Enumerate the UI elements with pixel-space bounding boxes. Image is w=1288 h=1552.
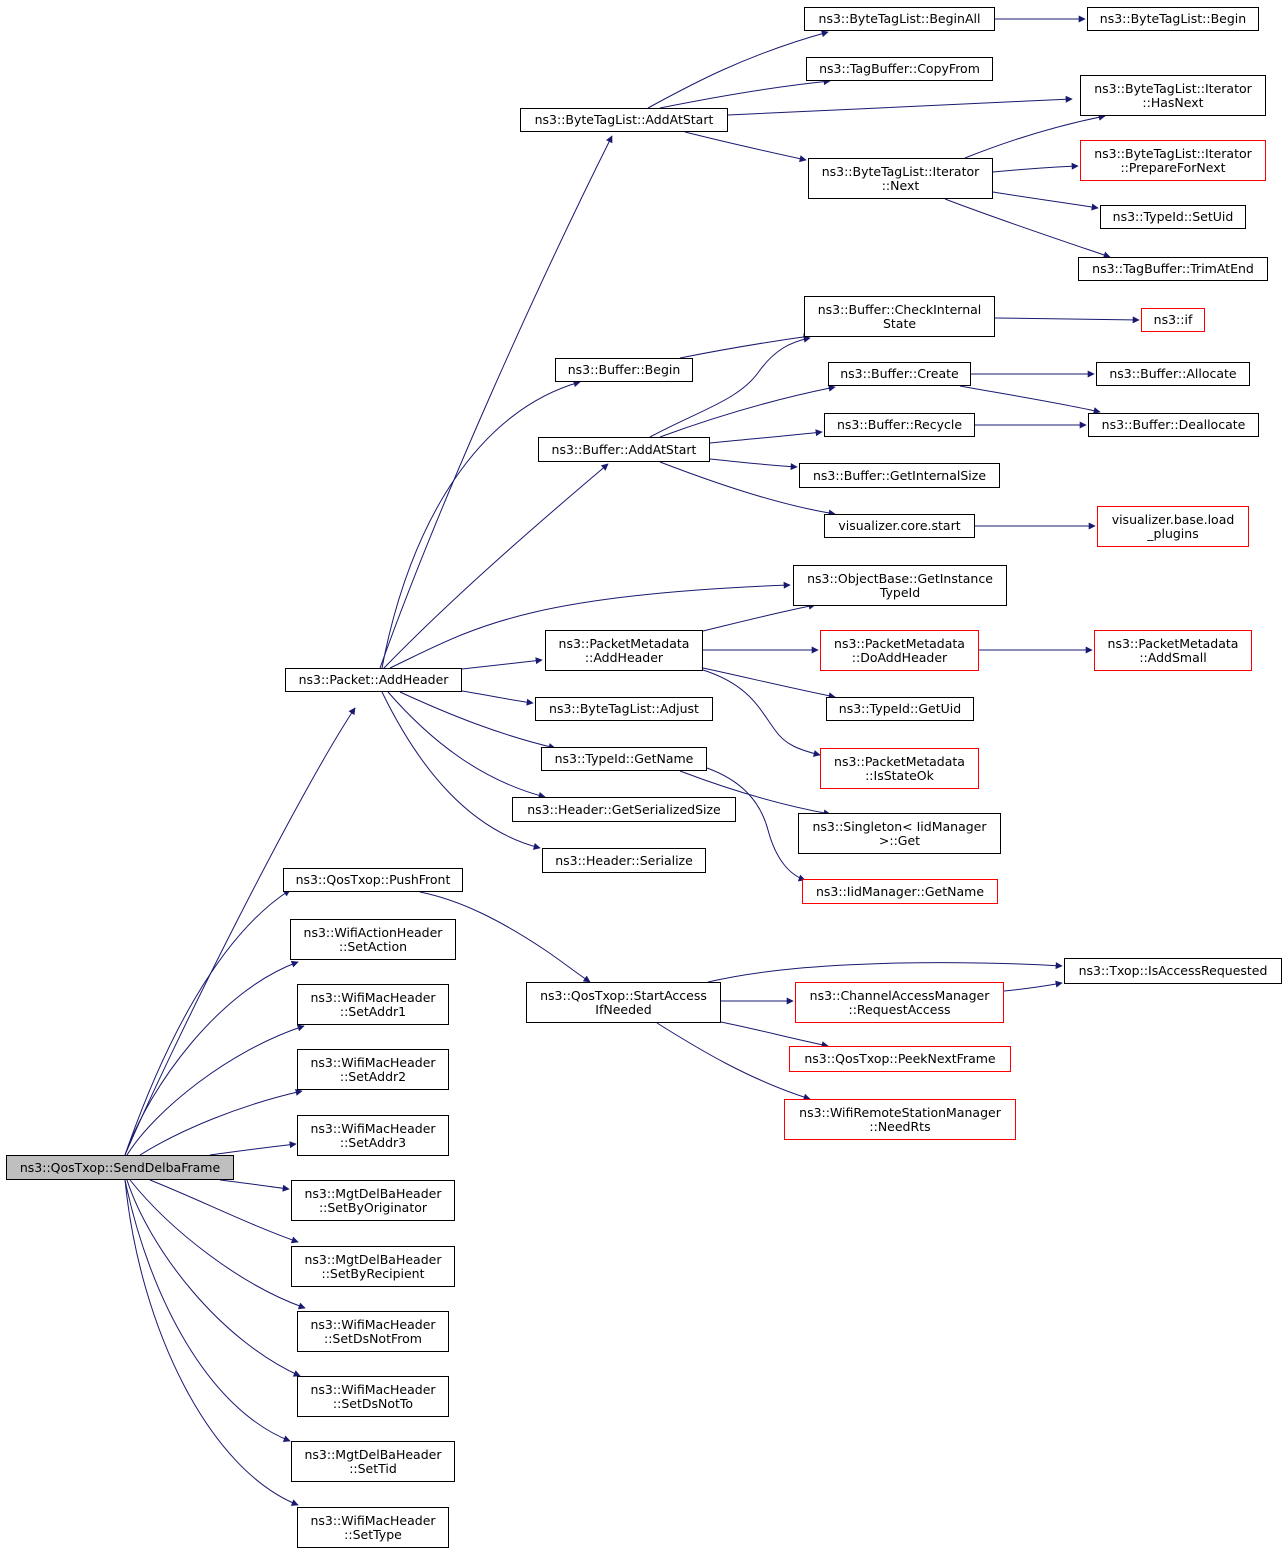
node-vis-base-loadplugins[interactable]: visualizer.base.load _plugins <box>1097 506 1249 547</box>
node-objbase-getinstancetypeid[interactable]: ns3::ObjectBase::GetInstance TypeId <box>793 565 1007 606</box>
edge-btl-it-next-to-typeid-setuid <box>992 191 1099 211</box>
edge-typeid-getname-to-iidmanager-getname <box>706 767 806 882</box>
node-setbyoriginator[interactable]: ns3::MgtDelBaHeader ::SetByOriginator <box>291 1180 455 1221</box>
node-btl-adjust[interactable]: ns3::ByteTagList::Adjust <box>535 697 713 721</box>
node-settid[interactable]: ns3::MgtDelBaHeader ::SetTid <box>291 1441 455 1482</box>
node-buf-recycle[interactable]: ns3::Buffer::Recycle <box>824 413 975 437</box>
edge-send-delba-to-pushfront <box>124 889 291 1156</box>
edge-pkt-addheader-to-btl-addatstart <box>379 135 613 669</box>
node-peeknextframe[interactable]: ns3::QosTxop::PeekNextFrame <box>789 1046 1011 1072</box>
edge-send-delba-to-pkt-addheader <box>124 707 356 1156</box>
node-ns3-if[interactable]: ns3::if <box>1141 308 1205 332</box>
edge-send-delba-to-setaddr3 <box>209 1141 297 1156</box>
edge-send-delba-to-setaddr1 <box>126 1024 305 1156</box>
edge-btl-addatstart-to-btl-it-next <box>684 131 807 163</box>
node-action-setaction[interactable]: ns3::WifiActionHeader ::SetAction <box>290 919 456 960</box>
node-vis-core-start[interactable]: visualizer.core.start <box>824 514 975 538</box>
node-tagbuf-copyfrom[interactable]: ns3::TagBuffer::CopyFrom <box>806 57 993 81</box>
edge-pm-addheader-to-typeid-getuid <box>702 667 836 700</box>
node-iidmanager-getname[interactable]: ns3::IidManager::GetName <box>802 879 998 904</box>
edge-pkt-addheader-to-btl-adjust <box>461 690 534 706</box>
edge-pkt-addheader-to-pm-addheader <box>461 657 543 670</box>
node-send-delba: ns3::QosTxop::SendDelbaFrame <box>6 1155 234 1180</box>
edge-buf-addatstart-to-buf-getinternalsize <box>709 458 798 471</box>
edge-buf-checkinternalstate-to-ns3-if <box>994 316 1140 324</box>
node-wrsm-needrts[interactable]: ns3::WifiRemoteStationManager ::NeedRts <box>784 1099 1016 1140</box>
node-typeid-getuid[interactable]: ns3::TypeId::GetUid <box>826 697 974 721</box>
edge-typeid-getname-to-singleton-get <box>679 770 831 817</box>
edge-send-delba-to-action-setaction <box>124 960 299 1156</box>
node-pushfront[interactable]: ns3::QosTxop::PushFront <box>283 868 463 892</box>
node-btl-beginall[interactable]: ns3::ByteTagList::BeginAll <box>804 7 995 31</box>
edge-buf-addatstart-to-vis-core-start <box>659 461 836 517</box>
edge-cam-requestaccess-to-txop-isaccessrequested <box>1003 980 1063 992</box>
edge-send-delba-to-setdsnotto <box>126 1179 301 1377</box>
edge-send-delba-to-setbyrecipient <box>149 1179 299 1244</box>
edge-pkt-addheader-to-typeid-getname <box>399 691 556 750</box>
node-pm-addsmall[interactable]: ns3::PacketMetadata ::AddSmall <box>1094 630 1252 671</box>
edge-btl-it-next-to-tagbuf-trimatend <box>944 198 1111 259</box>
node-typeid-setuid[interactable]: ns3::TypeId::SetUid <box>1100 205 1246 229</box>
edge-btl-addatstart-to-tagbuf-copyfrom <box>659 78 831 109</box>
node-setaddr1[interactable]: ns3::WifiMacHeader ::SetAddr1 <box>297 984 449 1025</box>
edge-pkt-addheader-to-hdr-serialize <box>381 691 541 850</box>
node-buf-addatstart[interactable]: ns3::Buffer::AddAtStart <box>538 437 710 462</box>
edge-pkt-addheader-to-buf-begin <box>381 380 581 669</box>
edge-pm-addheader-to-pm-isstateok <box>702 669 821 757</box>
edge-btl-addatstart-to-btl-it-hasnext <box>727 95 1073 116</box>
node-settype[interactable]: ns3::WifiMacHeader ::SetType <box>297 1507 449 1548</box>
node-singleton-get[interactable]: ns3::Singleton< IidManager >::Get <box>798 813 1001 854</box>
edge-buf-begin-to-buf-checkinternalstate <box>679 333 811 359</box>
node-btl-it-next[interactable]: ns3::ByteTagList::Iterator ::Next <box>808 158 993 199</box>
node-buf-begin[interactable]: ns3::Buffer::Begin <box>555 358 693 382</box>
node-btl-it-preparefornext[interactable]: ns3::ByteTagList::Iterator ::PrepareForN… <box>1080 140 1266 181</box>
edge-btl-addatstart-to-btl-beginall <box>647 30 829 109</box>
edge-btl-it-next-to-btl-it-preparefornext <box>992 162 1079 173</box>
edge-send-delba-to-setdsnotfrom <box>129 1179 306 1310</box>
edge-send-delba-to-setaddr2 <box>139 1088 303 1156</box>
node-buf-checkinternalstate[interactable]: ns3::Buffer::CheckInternal State <box>804 296 995 337</box>
edge-btl-it-next-to-btl-it-hasnext <box>964 113 1106 159</box>
node-setaddr2[interactable]: ns3::WifiMacHeader ::SetAddr2 <box>297 1049 449 1090</box>
edge-send-delba-to-setbyoriginator <box>219 1179 290 1192</box>
edge-buf-addatstart-to-buf-recycle <box>709 429 823 444</box>
node-pm-doaddheader[interactable]: ns3::PacketMetadata ::DoAddHeader <box>820 630 979 671</box>
edge-startaccessifneeded-to-wrsm-needrts <box>656 1022 811 1101</box>
edge-pkt-addheader-to-objbase-getinstancetypeid <box>389 581 791 669</box>
node-hdr-getserializedsize[interactable]: ns3::Header::GetSerializedSize <box>512 797 736 822</box>
edge-buf-create-to-buf-deallocate <box>959 385 1101 415</box>
edge-startaccessifneeded-to-peeknextframe <box>720 1021 829 1049</box>
node-buf-create[interactable]: ns3::Buffer::Create <box>828 362 971 386</box>
node-setbyrecipient[interactable]: ns3::MgtDelBaHeader ::SetByRecipient <box>291 1246 455 1287</box>
node-tagbuf-trimatend[interactable]: ns3::TagBuffer::TrimAtEnd <box>1078 257 1268 281</box>
edge-pkt-addheader-to-hdr-getserializedsize <box>387 691 546 799</box>
node-pm-addheader[interactable]: ns3::PacketMetadata ::AddHeader <box>545 630 703 671</box>
edge-pkt-addheader-to-buf-addatstart <box>383 463 609 669</box>
edge-startaccessifneeded-to-txop-isaccessrequested <box>707 962 1063 983</box>
node-buf-deallocate[interactable]: ns3::Buffer::Deallocate <box>1088 413 1259 437</box>
edge-send-delba-to-settid <box>124 1179 291 1442</box>
node-btl-it-hasnext[interactable]: ns3::ByteTagList::Iterator ::HasNext <box>1080 75 1266 116</box>
node-buf-getinternalsize[interactable]: ns3::Buffer::GetInternalSize <box>799 463 1000 488</box>
edge-buf-addatstart-to-buf-checkinternalstate <box>649 335 811 438</box>
node-setaddr3[interactable]: ns3::WifiMacHeader ::SetAddr3 <box>297 1115 449 1156</box>
node-pm-isstateok[interactable]: ns3::PacketMetadata ::IsStateOk <box>820 748 979 789</box>
node-typeid-getname[interactable]: ns3::TypeId::GetName <box>541 747 707 771</box>
node-pkt-addheader[interactable]: ns3::Packet::AddHeader <box>285 668 462 692</box>
edge-pm-addheader-to-objbase-getinstancetypeid <box>702 602 816 632</box>
node-btl-addatstart[interactable]: ns3::ByteTagList::AddAtStart <box>520 108 728 132</box>
edge-buf-addatstart-to-buf-create <box>659 384 836 438</box>
node-txop-isaccessrequested[interactable]: ns3::Txop::IsAccessRequested <box>1064 958 1282 984</box>
node-startaccessifneeded[interactable]: ns3::QosTxop::StartAccess IfNeeded <box>526 982 721 1023</box>
node-setdsnotto[interactable]: ns3::WifiMacHeader ::SetDsNotTo <box>297 1376 449 1417</box>
node-setdsnotfrom[interactable]: ns3::WifiMacHeader ::SetDsNotFrom <box>297 1311 449 1352</box>
node-btl-begin[interactable]: ns3::ByteTagList::Begin <box>1087 7 1259 31</box>
node-cam-requestaccess[interactable]: ns3::ChannelAccessManager ::RequestAcces… <box>795 982 1004 1023</box>
edge-send-delba-to-settype <box>124 1179 299 1506</box>
edge-pushfront-to-startaccessifneeded <box>419 891 591 983</box>
node-buf-allocate[interactable]: ns3::Buffer::Allocate <box>1096 362 1250 386</box>
node-hdr-serialize[interactable]: ns3::Header::Serialize <box>542 848 706 873</box>
